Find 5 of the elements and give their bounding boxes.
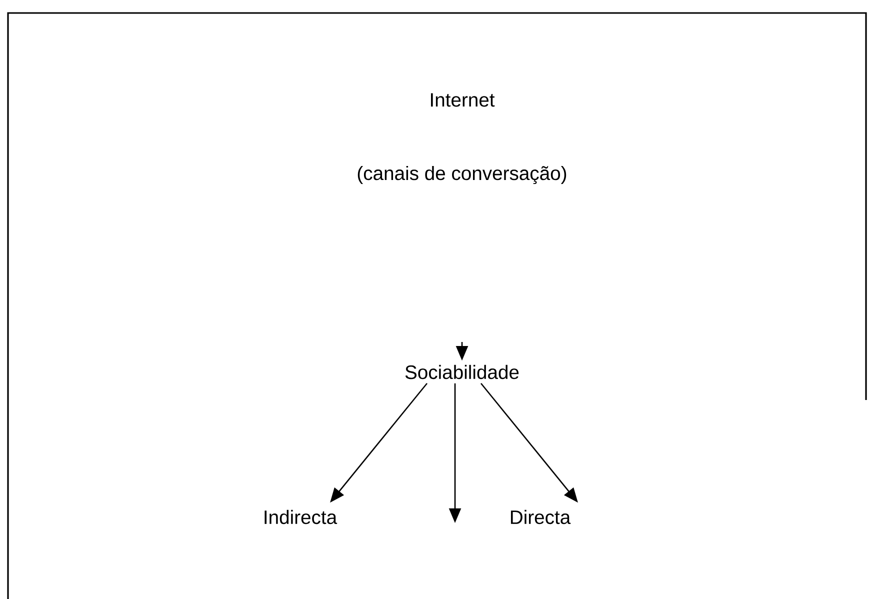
node-label: Indirecta	[264, 510, 338, 524]
node-label: Sociabilidade	[405, 364, 519, 380]
heading: Internet	[431, 93, 495, 107]
node-label: Directa	[510, 510, 571, 524]
subheading: (canais de conversação)	[358, 166, 566, 184]
